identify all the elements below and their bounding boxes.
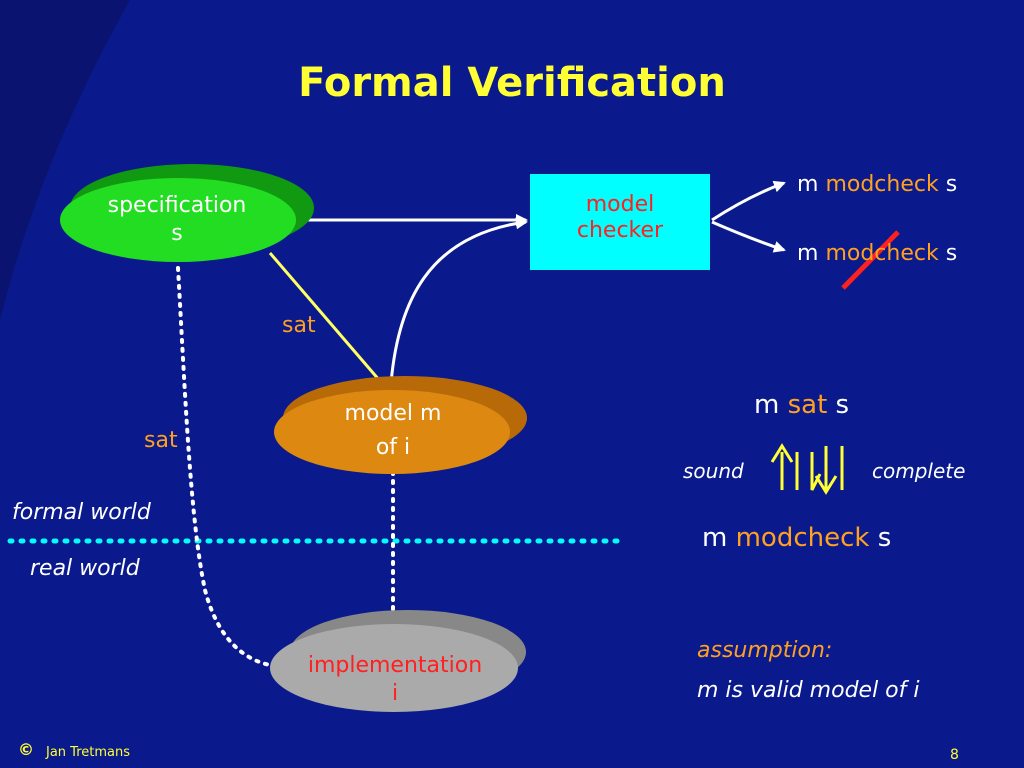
corner-decoration: [0, 0, 130, 320]
output-positive-op: modcheck: [825, 172, 939, 197]
specification-label-line2: s: [171, 221, 183, 246]
complete-label: complete: [872, 459, 966, 483]
equivalence-top-op: sat: [787, 390, 828, 420]
output-positive: m modcheck s: [797, 172, 957, 197]
implementation-label-line1: implementation: [307, 653, 483, 678]
model-checker-box: [530, 174, 710, 270]
sat-spec-impl-dotted-line: [176, 266, 272, 667]
implementation-node: [270, 610, 526, 712]
equivalence-top: m sat s: [754, 390, 849, 420]
checker-to-negative-arrow: [711, 220, 786, 253]
output-negative: m modcheck s: [797, 241, 957, 266]
specification-label-line1: specification: [107, 193, 247, 218]
model-checker-label: model checker: [530, 192, 710, 244]
specification-node: [60, 164, 314, 262]
sat-label-spec-model: sat: [282, 313, 316, 338]
sat-label-spec-impl: sat: [144, 428, 178, 453]
model-node: [274, 376, 527, 474]
equivalence-top-s: s: [835, 390, 850, 420]
sound-label: sound: [683, 459, 744, 483]
equivalence-bottom-m: m: [702, 523, 728, 553]
formal-world-label: formal world: [12, 500, 151, 525]
output-positive-s: s: [945, 172, 958, 197]
checker-to-positive-arrow: [711, 180, 786, 222]
model-checker-label-line1: model: [585, 192, 655, 217]
negation-strike: [841, 230, 900, 290]
model-to-checker-arrow: [388, 217, 528, 399]
output-negative-m: m: [797, 241, 819, 266]
equivalence-arrows-icon: [770, 443, 844, 495]
output-positive-m: m: [797, 172, 819, 197]
assumption-text: m is valid model of i: [697, 678, 920, 703]
equivalence-bottom-op: modcheck: [735, 523, 870, 553]
model-label: model m of i: [280, 399, 506, 467]
implementation-label-line2: i: [391, 681, 399, 706]
output-negative-op: modcheck: [825, 241, 939, 266]
real-world-label: real world: [30, 556, 140, 581]
author-name: Jan Tretmans: [46, 745, 130, 760]
copyright-symbol: ©: [18, 740, 34, 759]
model-label-line2: of i: [375, 435, 411, 460]
equivalence-top-m: m: [754, 390, 780, 420]
output-negative-s: s: [945, 241, 958, 266]
page-title: Formal Verification: [298, 60, 726, 106]
sat-spec-model-line: [268, 252, 394, 396]
implementation-label: implementation i: [282, 652, 508, 708]
model-checker-label-line2: checker: [576, 218, 664, 243]
specification-label: specification s: [62, 192, 292, 248]
assumption-label: assumption:: [697, 638, 833, 663]
model-label-line1: model m: [344, 401, 442, 426]
equivalence-bottom: m modcheck s: [702, 523, 891, 553]
equivalence-bottom-s: s: [877, 523, 892, 553]
page-number: 8: [950, 747, 959, 763]
